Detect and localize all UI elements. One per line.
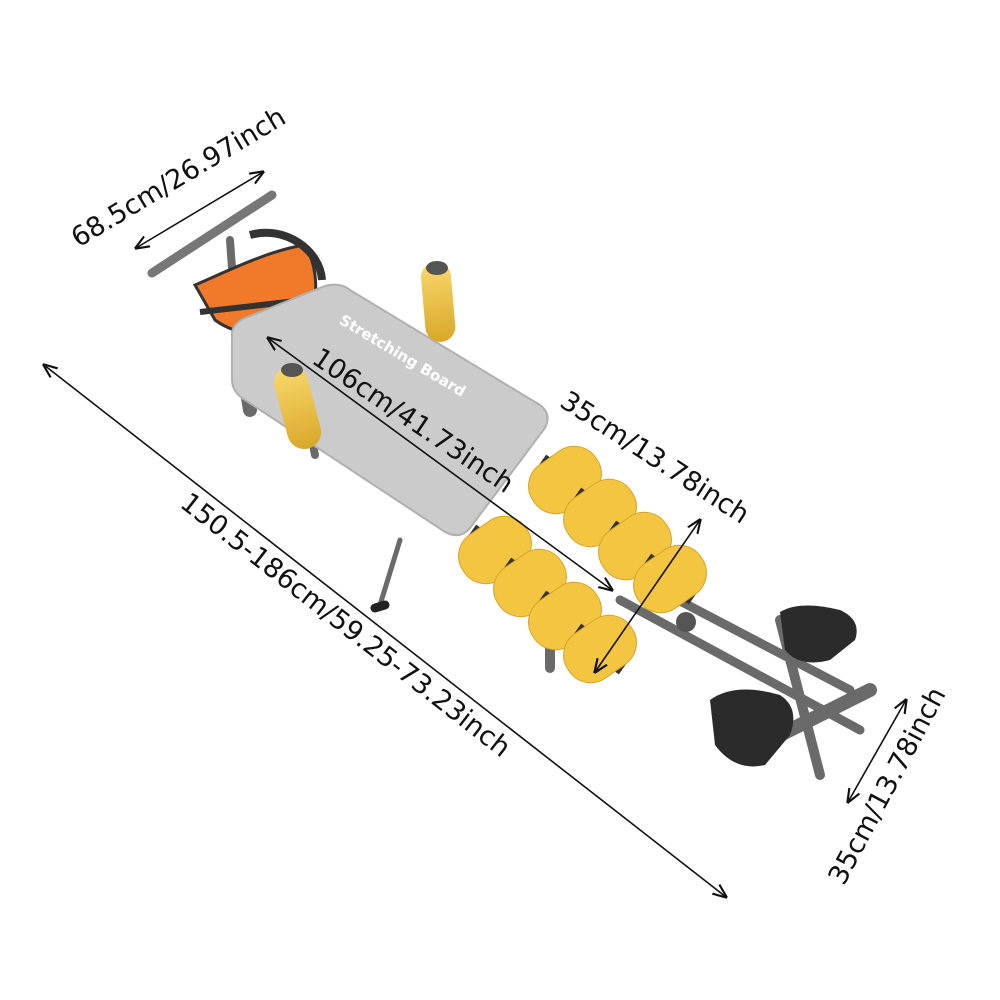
dimension-line-base [848,700,906,802]
dimension-line-rollers [595,520,700,672]
adjustment-knob [676,612,696,632]
foot-pads [710,605,857,767]
dimension-lines [44,172,906,897]
base-width-label: 35cm/13.78inch [823,682,953,889]
dimension-line-top-bar [136,172,263,248]
dimension-line-total [44,365,726,897]
